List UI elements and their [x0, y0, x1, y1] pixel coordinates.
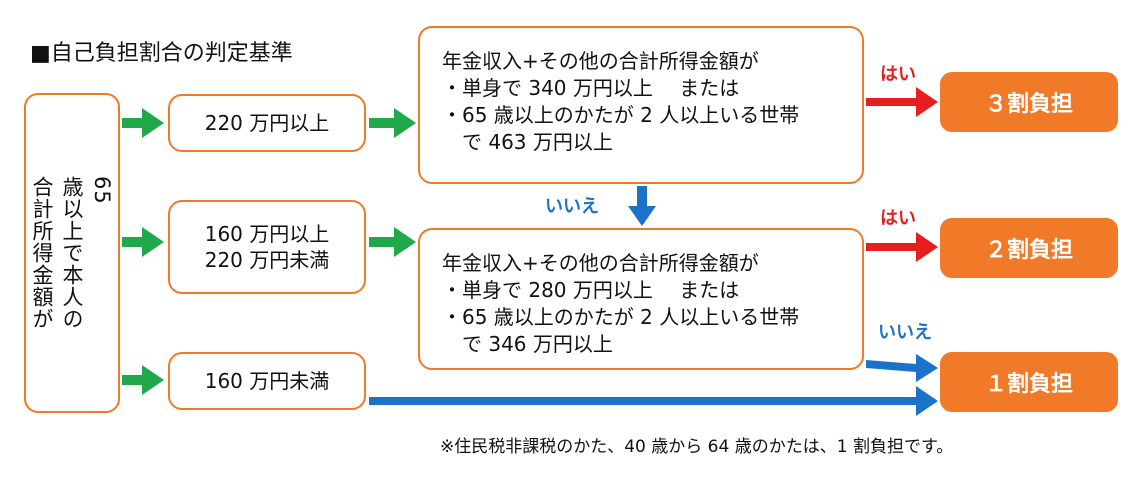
- diagram-title: ■自己負担割合の判定基準: [30, 41, 293, 66]
- label-no-2: いいえ: [878, 322, 932, 343]
- range-box-under-160: 160 万円未満: [168, 352, 366, 410]
- condition1-line: ・65 歳以上のかたが 2 人以上いる世帯: [442, 103, 800, 127]
- arrow-green-3: [122, 365, 164, 395]
- result-3-wari: ３割負担: [940, 72, 1118, 132]
- criteria-box: 65 歳以上で本人の 合計所得金額が: [24, 93, 120, 413]
- result-1-wari: １割負担: [940, 352, 1118, 412]
- condition1-line: 年金収入+その他の合計所得金額が: [442, 49, 759, 73]
- label-no-1: いいえ: [545, 196, 599, 217]
- range-box-220-plus: 220 万円以上: [168, 94, 366, 152]
- criteria-text: 65 歳以上で本人の 合計所得金額が: [30, 176, 114, 330]
- condition1-line: で 463 万円以上: [442, 130, 613, 154]
- arrow-green: [122, 108, 416, 395]
- arrow-green-4: [369, 108, 416, 138]
- condition2-line: ・65 歳以上のかたが 2 人以上いる世帯: [442, 305, 800, 329]
- arrow-blue: [369, 186, 938, 416]
- condition2-line: ・単身で 280 万円以上 または: [442, 278, 740, 302]
- arrow-red: [866, 87, 938, 262]
- condition2-line: で 346 万円以上: [442, 332, 613, 356]
- range-box-160-220: 160 万円以上 220 万円未満: [168, 200, 366, 294]
- condition-box-2-wari: 年金収入+その他の合計所得金額が ・単身で 280 万円以上 または ・65 歳…: [418, 228, 864, 370]
- result-2-wari: ２割負担: [940, 218, 1118, 278]
- condition-box-3-wari: 年金収入+その他の合計所得金額が ・単身で 340 万円以上 または ・65 歳…: [418, 26, 864, 184]
- arrow-blue-no2: [866, 354, 938, 382]
- arrow-red-1: [866, 87, 938, 117]
- arrow-blue-down: [628, 186, 656, 226]
- condition2-line: 年金収入+その他の合計所得金額が: [442, 251, 759, 275]
- arrow-red-2: [866, 232, 938, 262]
- arrow-green-5: [369, 227, 416, 257]
- arrow-green-1: [122, 108, 164, 138]
- label-yes-1: はい: [880, 64, 916, 85]
- label-yes-2: はい: [880, 208, 916, 229]
- footnote: ※住民税非課税のかた、40 歳から 64 歳のかたは、1 割負担です。: [440, 437, 954, 457]
- condition1-line: ・単身で 340 万円以上 または: [442, 76, 740, 100]
- arrow-green-2: [122, 227, 164, 257]
- arrow-blue-1wari: [369, 386, 938, 416]
